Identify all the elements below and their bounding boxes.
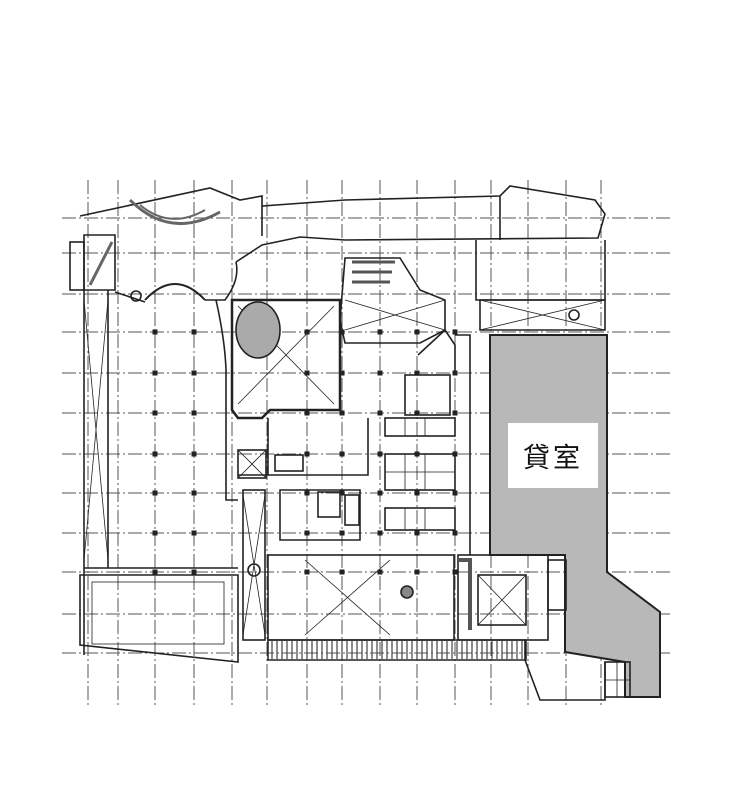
column xyxy=(414,569,420,575)
column xyxy=(452,569,458,575)
column xyxy=(452,490,458,496)
rental-area-label: 貸室 xyxy=(523,443,583,474)
column xyxy=(304,530,310,536)
column xyxy=(377,329,383,335)
column xyxy=(414,490,420,496)
column xyxy=(191,451,197,457)
column xyxy=(452,451,458,457)
column xyxy=(377,410,383,416)
column xyxy=(452,370,458,376)
column xyxy=(339,451,345,457)
column xyxy=(152,370,158,376)
column xyxy=(304,451,310,457)
column xyxy=(152,451,158,457)
building-walls xyxy=(69,185,631,701)
column xyxy=(414,410,420,416)
rental-area-label-box: 貸室 xyxy=(508,423,598,488)
column xyxy=(377,370,383,376)
column xyxy=(304,410,310,416)
column xyxy=(377,530,383,536)
column xyxy=(377,569,383,575)
structural-columns xyxy=(152,329,458,575)
column xyxy=(304,329,310,335)
column xyxy=(339,410,345,416)
rental-area[interactable] xyxy=(489,334,661,698)
column xyxy=(191,370,197,376)
column xyxy=(191,569,197,575)
column xyxy=(339,530,345,536)
column xyxy=(152,410,158,416)
column xyxy=(377,490,383,496)
column xyxy=(191,490,197,496)
column xyxy=(414,370,420,376)
column xyxy=(452,329,458,335)
column xyxy=(152,490,158,496)
louver-strip xyxy=(267,639,527,661)
column xyxy=(304,490,310,496)
column xyxy=(304,370,310,376)
column xyxy=(339,370,345,376)
louver-slats xyxy=(271,641,523,659)
column xyxy=(304,569,310,575)
column xyxy=(452,530,458,536)
column xyxy=(414,329,420,335)
column xyxy=(339,329,345,335)
column xyxy=(152,569,158,575)
column xyxy=(414,451,420,457)
column xyxy=(191,530,197,536)
column xyxy=(452,410,458,416)
column xyxy=(152,329,158,335)
column xyxy=(339,490,345,496)
column xyxy=(191,329,197,335)
column xyxy=(414,530,420,536)
column xyxy=(377,451,383,457)
column xyxy=(152,530,158,536)
column xyxy=(191,410,197,416)
column xyxy=(339,569,345,575)
